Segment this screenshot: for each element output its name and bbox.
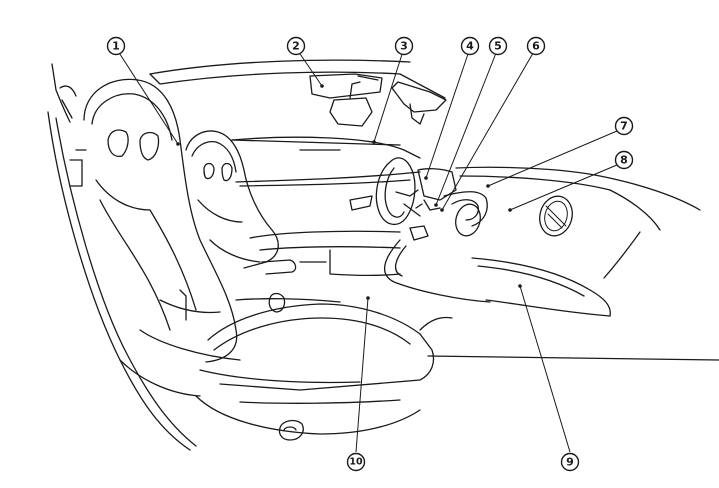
floor xyxy=(199,303,719,404)
callout-2: 2 xyxy=(286,36,306,56)
leader-10 xyxy=(355,297,369,453)
leader-5 xyxy=(435,47,499,206)
callout-5-label: 5 xyxy=(494,40,502,53)
leader-2 xyxy=(295,47,323,87)
windshield xyxy=(231,136,421,187)
leader-7 xyxy=(487,127,625,187)
leader-1 xyxy=(115,47,179,145)
car-interior-line-art xyxy=(47,59,719,451)
leader-lines xyxy=(115,47,625,453)
air-vent-center xyxy=(455,203,481,237)
callout-4-label: 4 xyxy=(466,40,474,53)
callout-9-label: 9 xyxy=(566,456,574,469)
leader-4 xyxy=(425,47,471,179)
callout-1: 1 xyxy=(106,36,126,56)
leader-7-dot xyxy=(486,184,490,188)
callout-7: 7 xyxy=(614,116,634,136)
door-frame xyxy=(47,111,197,451)
leader-9 xyxy=(519,285,571,453)
callout-10: 10 xyxy=(346,452,366,472)
sun-visor xyxy=(309,73,383,99)
callout-8-label: 8 xyxy=(620,154,628,167)
seat-base xyxy=(195,395,421,441)
callout-9: 9 xyxy=(560,452,580,472)
callout-1-label: 1 xyxy=(112,40,120,53)
callout-6-label: 6 xyxy=(532,40,540,53)
rear-view-mirror xyxy=(329,81,447,127)
leader-4-dot xyxy=(424,176,428,180)
leader-8 xyxy=(509,161,625,211)
roof-and-pillar xyxy=(51,59,446,146)
callout-7-label: 7 xyxy=(620,120,628,133)
leader-10-dot xyxy=(366,296,370,300)
instrument-cluster xyxy=(409,168,457,241)
leader-1-dot xyxy=(176,142,180,146)
leader-3-dot xyxy=(372,140,376,144)
callout-8: 8 xyxy=(614,150,634,170)
leader-6 xyxy=(441,47,537,211)
center-console xyxy=(235,195,491,313)
callout-5: 5 xyxy=(488,36,508,56)
leader-9-dot xyxy=(518,284,522,288)
driver-seat xyxy=(83,78,241,397)
air-vent-right xyxy=(539,195,573,237)
glove-box xyxy=(471,257,611,317)
leader-2-dot xyxy=(320,84,324,88)
leader-5-dot xyxy=(434,203,438,207)
steering-wheel xyxy=(375,157,421,225)
passenger-seat xyxy=(185,130,279,269)
callout-10-label: 10 xyxy=(349,457,363,468)
dashboard xyxy=(443,166,701,279)
callouts: 1 2 3 4 5 6 7 8 xyxy=(106,36,634,472)
callout-2-label: 2 xyxy=(292,40,300,53)
callout-4: 4 xyxy=(460,36,480,56)
leader-8-dot xyxy=(508,208,512,212)
callout-3-label: 3 xyxy=(400,40,408,53)
leader-3 xyxy=(373,47,405,143)
callout-6: 6 xyxy=(526,36,546,56)
leader-6-dot xyxy=(440,208,444,212)
callout-3: 3 xyxy=(394,36,414,56)
